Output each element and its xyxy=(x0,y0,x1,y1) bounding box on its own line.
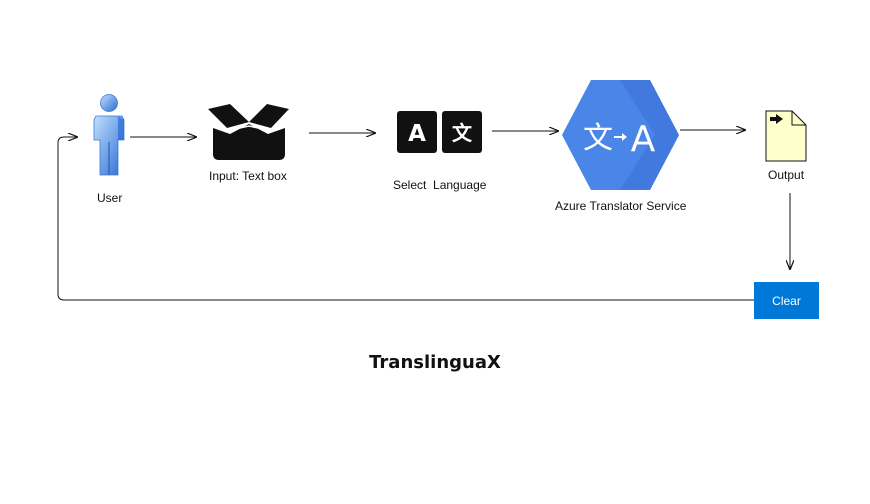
user-label: User xyxy=(97,191,123,205)
language-label: Select Language xyxy=(393,178,487,192)
hexagon-glyph-latin: A xyxy=(631,119,656,160)
translate-glyph-cjk: 文 xyxy=(452,121,473,145)
translator-hexagon-icon: 文 A xyxy=(562,80,679,190)
diagram-title: TranslinguaX xyxy=(369,352,501,373)
translate-icon: A 文 xyxy=(397,111,482,153)
service-label: Azure Translator Service xyxy=(555,199,687,213)
arrow-clear-to-user xyxy=(57,137,754,301)
clear-button[interactable]: Clear xyxy=(754,282,819,319)
user-icon xyxy=(93,94,125,176)
output-label: Output xyxy=(768,168,805,182)
input-label: Input: Text box xyxy=(209,169,287,183)
document-icon xyxy=(765,110,807,162)
hexagon-glyph-cjk: 文 xyxy=(583,121,613,156)
open-box-icon xyxy=(208,104,289,160)
translate-glyph-latin: A xyxy=(408,121,426,147)
